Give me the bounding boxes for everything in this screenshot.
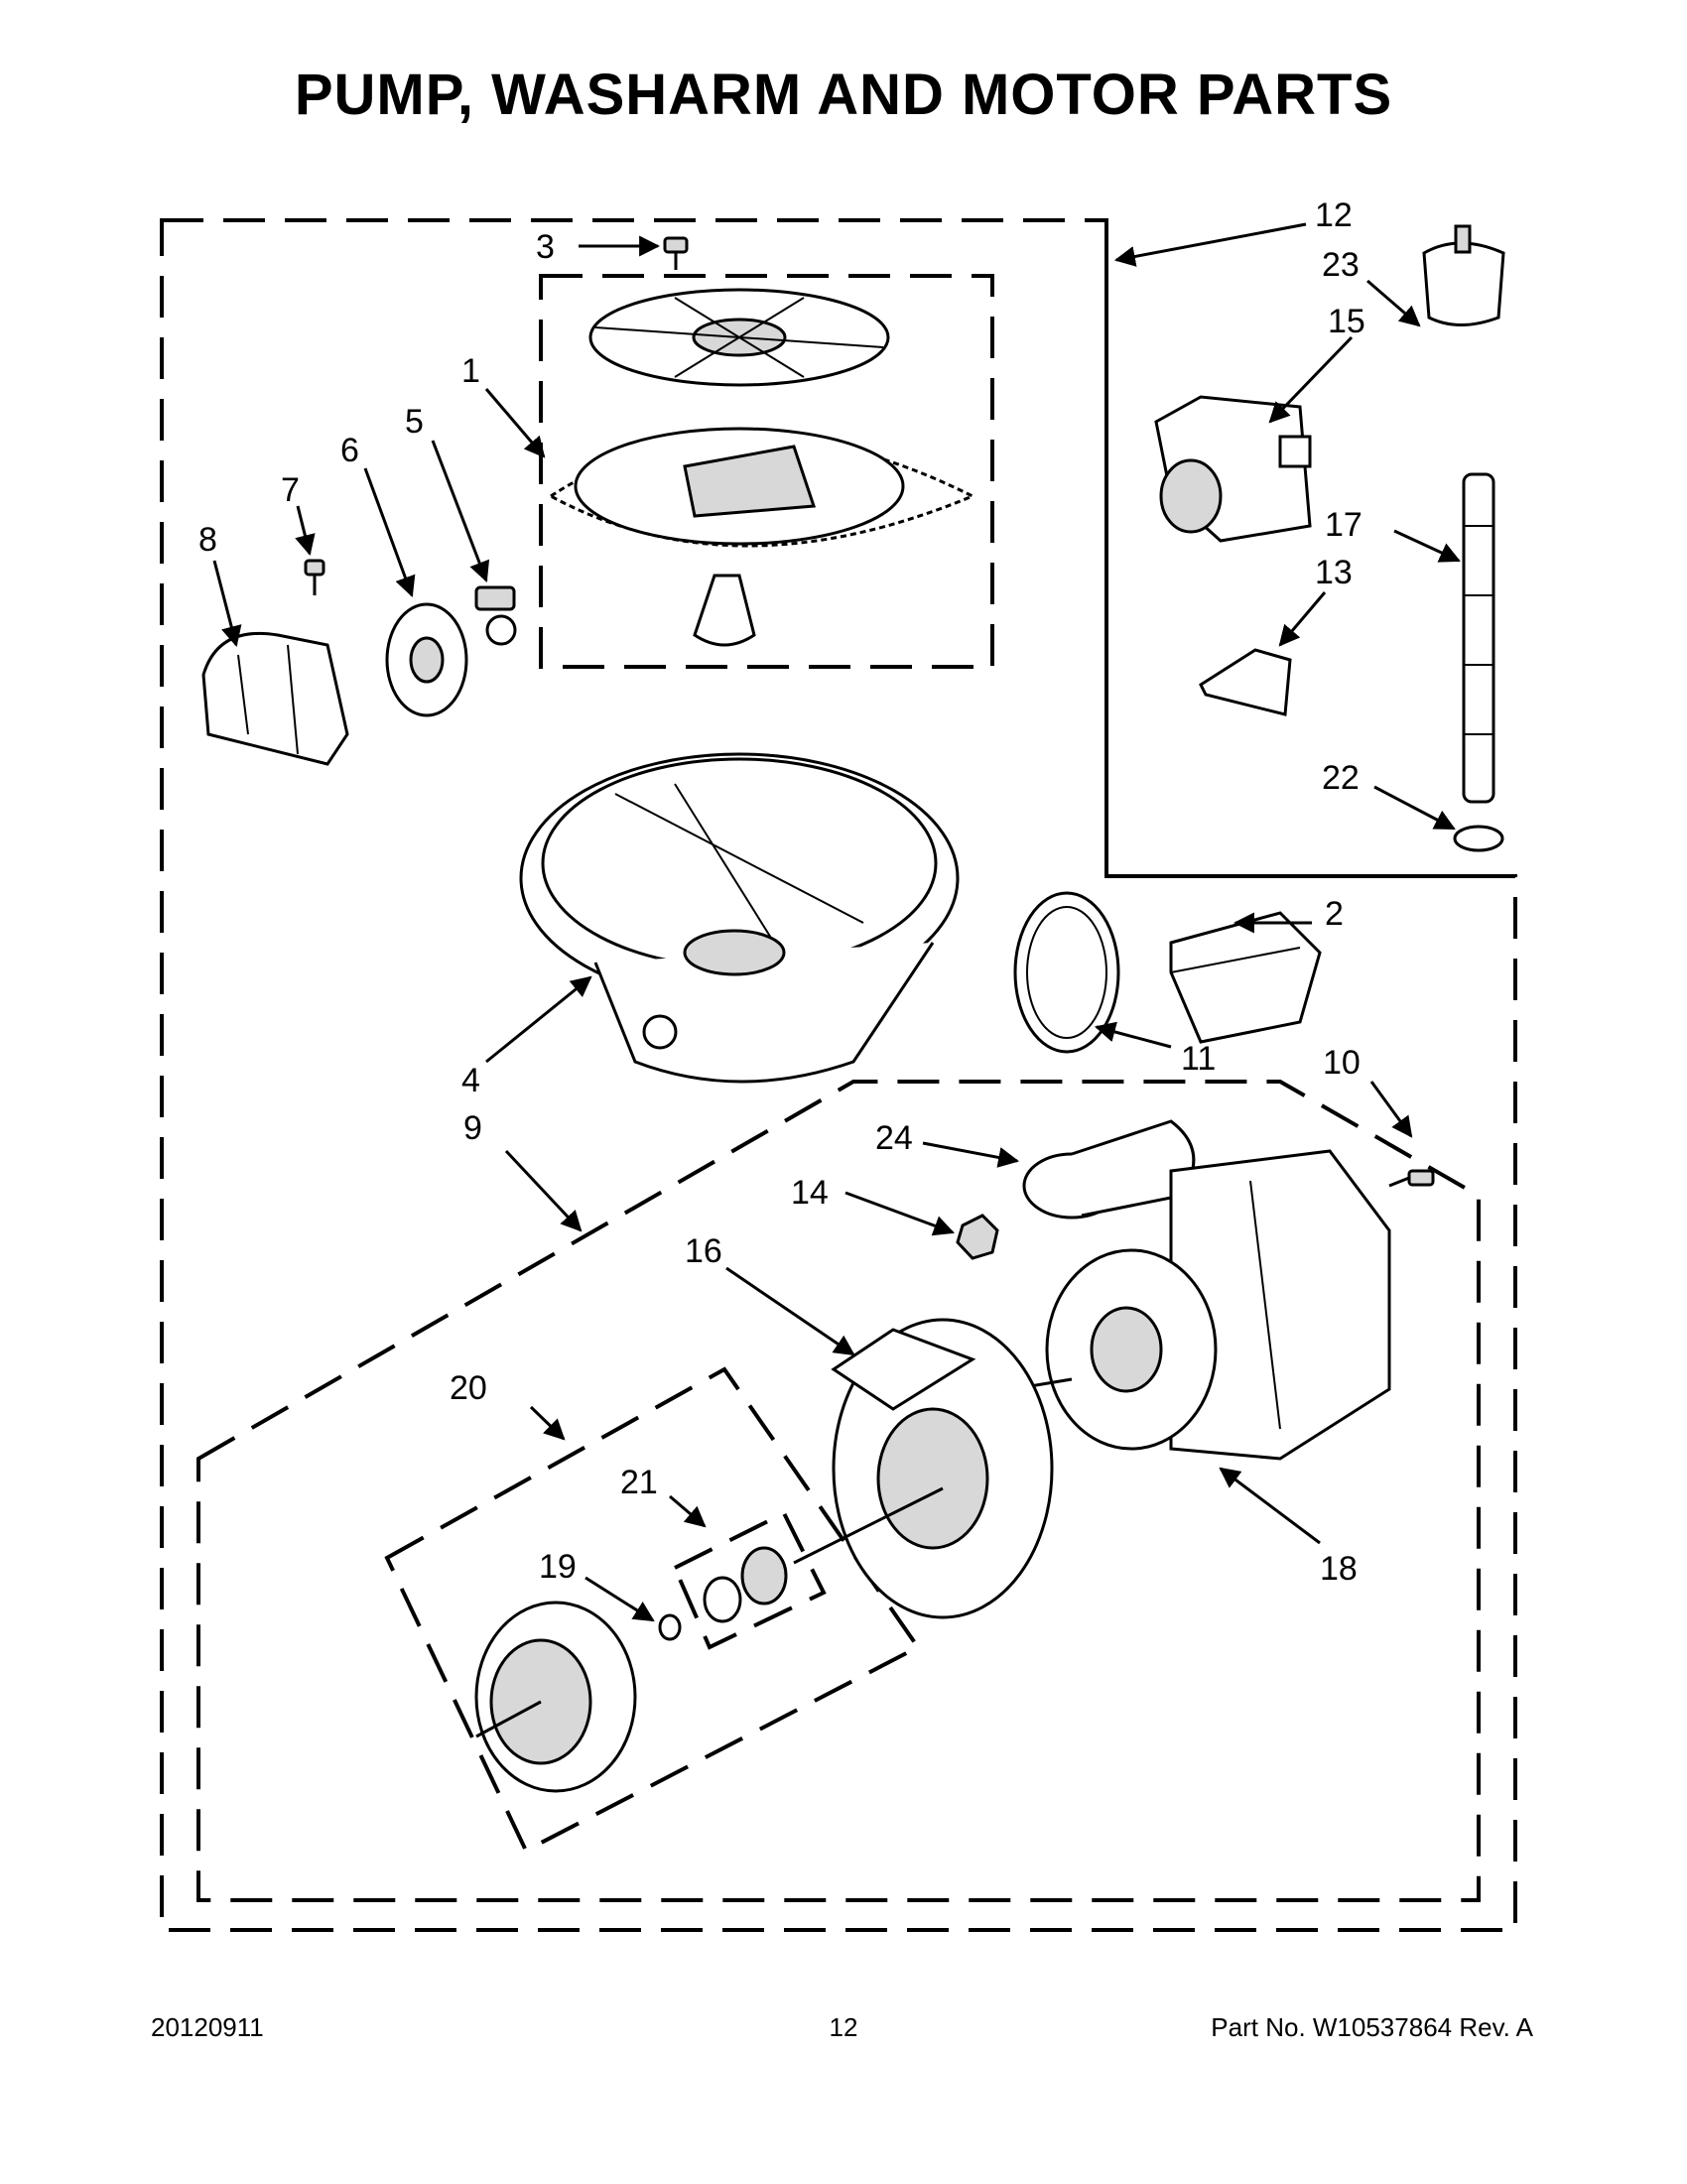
callout-19: 19 xyxy=(539,1548,577,1586)
part-7-screw xyxy=(304,559,325,595)
part-23-sensor xyxy=(1422,224,1505,326)
callout-4: 4 xyxy=(461,1062,480,1099)
parts xyxy=(201,224,1505,1793)
callout-labels: 1 2 3 4 5 6 7 8 9 10 11 12 13 14 15 16 1… xyxy=(198,196,1365,1588)
part-2-bracket xyxy=(1169,911,1322,1044)
callout-21: 21 xyxy=(620,1464,658,1501)
seal-kit-20-boundary xyxy=(384,1366,921,1854)
part-15-drain-pump xyxy=(1154,395,1312,543)
callout-16: 16 xyxy=(685,1232,722,1270)
kit-12-boundary xyxy=(1104,220,1515,878)
leader-lines xyxy=(212,222,1461,1622)
callout-9: 9 xyxy=(463,1109,482,1147)
group-boundaries xyxy=(160,218,1517,1932)
part-14-nut xyxy=(956,1214,999,1260)
callout-24: 24 xyxy=(875,1119,913,1157)
part-1-spray-arm-filter xyxy=(548,427,976,647)
callout-22: 22 xyxy=(1322,759,1360,797)
footer-date: 20120911 xyxy=(151,2012,264,2042)
callout-10: 10 xyxy=(1323,1044,1361,1082)
part-4-sump xyxy=(519,752,960,1084)
callout-17: 17 xyxy=(1325,506,1363,544)
footer-part-number: Part No. W10537864 Rev. A xyxy=(1211,2012,1533,2042)
callout-11: 11 xyxy=(1181,1040,1216,1078)
callout-12: 12 xyxy=(1315,196,1353,234)
callout-8: 8 xyxy=(198,521,217,559)
callout-1: 1 xyxy=(461,352,480,390)
part-5-clip xyxy=(474,585,517,646)
part-16-pump-housing xyxy=(793,1318,1054,1619)
part-8-motor-cover xyxy=(201,631,349,766)
part-upper-spray-arm xyxy=(588,288,890,387)
callout-3: 3 xyxy=(536,228,555,266)
callout-14: 14 xyxy=(791,1174,829,1212)
seal-pair-21-boundary xyxy=(672,1510,827,1650)
part-6-chopper xyxy=(385,602,468,717)
washarm-kit-boundary xyxy=(539,274,994,669)
motor-assembly-9-boundary xyxy=(196,1080,1481,1902)
part-10-screw xyxy=(1388,1169,1435,1188)
part-17-hose xyxy=(1462,472,1495,804)
part-impeller xyxy=(474,1601,637,1793)
part-22-clamp xyxy=(1453,825,1504,852)
callout-5: 5 xyxy=(405,403,424,441)
callout-13: 13 xyxy=(1315,554,1353,591)
callout-15: 15 xyxy=(1328,303,1365,340)
callout-23: 23 xyxy=(1322,246,1360,284)
part-21-seals xyxy=(703,1546,788,1623)
part-19-washer xyxy=(658,1613,682,1641)
callout-20: 20 xyxy=(450,1369,487,1407)
part-24-capacitor xyxy=(1022,1119,1196,1220)
callout-18: 18 xyxy=(1320,1550,1358,1588)
part-11-ring xyxy=(1013,891,1120,1054)
page-title: PUMP, WASHARM AND MOTOR PARTS xyxy=(294,63,1393,127)
callout-7: 7 xyxy=(281,471,300,509)
footer-page-number: 12 xyxy=(829,2012,858,2042)
part-18-motor xyxy=(1011,1149,1391,1461)
part-13-clip xyxy=(1199,648,1292,716)
part-3-screw xyxy=(663,236,689,270)
callout-6: 6 xyxy=(340,432,359,469)
callout-2: 2 xyxy=(1325,895,1344,933)
